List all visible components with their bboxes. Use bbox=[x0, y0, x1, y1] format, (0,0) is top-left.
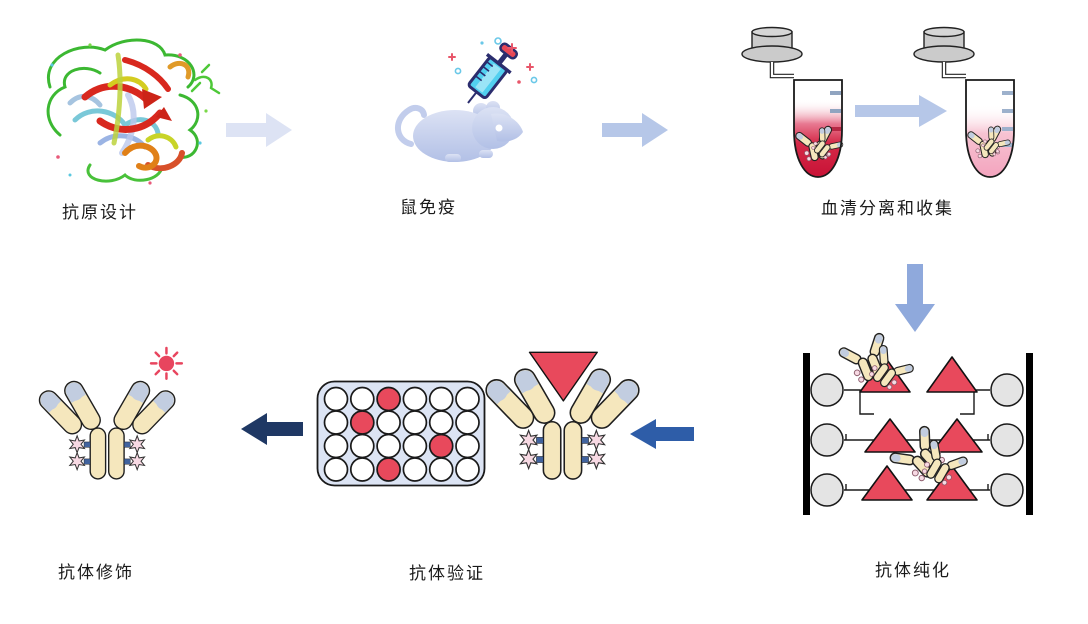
well-negative bbox=[428, 410, 454, 435]
validation-antibody-icon bbox=[480, 351, 645, 490]
well-negative bbox=[402, 457, 428, 482]
well-negative bbox=[402, 433, 428, 459]
sparkle-icons bbox=[448, 43, 534, 71]
well-negative bbox=[323, 457, 349, 482]
well-negative bbox=[349, 386, 375, 412]
well-negative bbox=[323, 386, 349, 412]
antigen-triangle bbox=[864, 418, 916, 453]
antigen-triangle bbox=[926, 356, 978, 393]
well-positive bbox=[376, 457, 401, 482]
well-negative bbox=[349, 457, 375, 482]
antigen-triangle bbox=[931, 418, 983, 453]
purified-serum-tube-icon bbox=[913, 26, 1015, 178]
well-negative bbox=[402, 410, 428, 435]
step-label-antigen-design: 抗原设计 bbox=[62, 203, 138, 222]
well-negative bbox=[402, 386, 428, 412]
arrow-purification-to-validation-icon bbox=[630, 419, 694, 449]
arrow-validation-to-modification-icon bbox=[241, 413, 303, 445]
antigen-triangle bbox=[861, 465, 913, 501]
well-positive bbox=[428, 433, 454, 459]
well-negative bbox=[323, 410, 349, 435]
step-label-antibody-validation: 抗体验证 bbox=[409, 564, 485, 583]
step-label-serum-separation: 血清分离和收集 bbox=[821, 199, 954, 218]
well-negative bbox=[428, 386, 454, 412]
arrow-antigen-to-mouse-icon bbox=[226, 113, 292, 147]
antigen-triangle bbox=[528, 351, 598, 402]
well-negative bbox=[376, 433, 401, 459]
microplate-wells bbox=[323, 386, 480, 482]
well-negative bbox=[455, 410, 480, 435]
protein-structure-icon bbox=[46, 38, 221, 185]
step-label-mouse-immunization: 鼠免疫 bbox=[400, 198, 457, 217]
well-negative bbox=[376, 410, 401, 435]
serum-tube-icon bbox=[741, 26, 846, 178]
step-label-antibody-modification: 抗体修饰 bbox=[58, 563, 134, 582]
step-label-antibody-purification: 抗体纯化 bbox=[875, 561, 951, 580]
well-negative bbox=[428, 457, 454, 482]
well-negative bbox=[455, 386, 480, 412]
microplate-icon bbox=[316, 380, 486, 487]
well-positive bbox=[376, 386, 401, 412]
mouse-icon bbox=[395, 101, 523, 162]
fluorescent-label-icon bbox=[149, 346, 184, 381]
purification-matrix-icon bbox=[803, 329, 1033, 515]
well-negative bbox=[323, 433, 349, 459]
arrow-tube-transfer-icon bbox=[855, 95, 947, 127]
arrow-serum-to-purification-icon bbox=[895, 264, 935, 332]
modified-antibody-icon bbox=[34, 346, 184, 482]
well-negative bbox=[349, 433, 375, 459]
syringe-icon bbox=[448, 37, 538, 104]
well-negative bbox=[455, 457, 480, 482]
well-negative bbox=[455, 433, 480, 459]
well-positive bbox=[349, 410, 375, 435]
arrow-mouse-to-serum-icon bbox=[602, 113, 668, 147]
